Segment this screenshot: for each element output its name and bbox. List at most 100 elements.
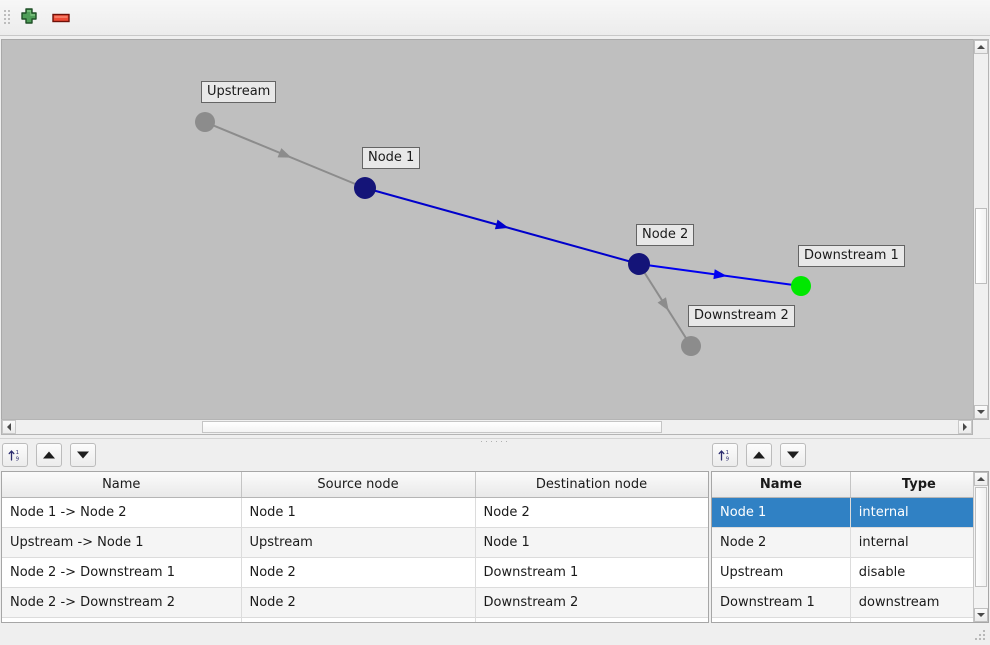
cell-type[interactable]: downstream [850,587,988,618]
main-toolbar [0,0,990,36]
edge-sort-button[interactable]: 1 9 [2,443,28,467]
triangle-down-icon [77,451,89,459]
empty-cell [241,617,476,622]
svg-text:1: 1 [726,450,729,456]
cell-name[interactable]: Downstream 1 [712,587,851,618]
cell-destination[interactable]: Downstream 2 [475,587,708,618]
graph-vertical-scrollbar[interactable] [973,39,989,420]
column-header-2[interactable]: Destination node [475,472,708,498]
column-header-0[interactable]: Name [712,472,851,498]
remove-button[interactable] [48,5,74,31]
graph-node[interactable] [791,276,811,296]
cell-source[interactable]: Upstream [241,527,476,558]
table-filler-row [712,617,988,622]
graph-node-label[interactable]: Downstream 2 [688,305,795,327]
graph-node[interactable] [354,177,376,199]
scroll-up-button[interactable] [974,472,988,486]
graph-node-label[interactable]: Node 2 [636,224,695,246]
graph-vertical-scroll-thumb[interactable] [975,208,987,284]
svg-text:9: 9 [16,456,20,462]
cell-name[interactable]: Upstream [712,557,851,588]
triangle-down-icon [787,451,799,459]
cell-source[interactable]: Node 1 [241,497,476,528]
empty-cell [2,617,242,622]
triangle-up-icon [753,451,765,459]
cell-type[interactable]: internal [850,497,988,528]
node-sort-button[interactable]: 1 9 [712,443,738,467]
cell-name[interactable]: Node 2 -> Downstream 2 [2,587,242,618]
graph-node-label[interactable]: Upstream [201,81,277,103]
cell-source[interactable]: Node 2 [241,587,476,618]
node-table-vertical-scrollbar[interactable] [973,472,988,622]
panel-splitter[interactable] [0,438,990,446]
toolbar-drag-grip[interactable] [4,10,10,26]
cell-destination[interactable]: Downstream 1 [475,557,708,588]
cell-name[interactable]: Node 1 -> Node 2 [2,497,242,528]
scroll-down-button[interactable] [974,405,988,419]
graph-node-label[interactable]: Downstream 1 [798,245,905,267]
scroll-right-button[interactable] [958,420,972,434]
svg-text:1: 1 [16,450,19,456]
cell-name[interactable]: Node 2 -> Downstream 1 [2,557,242,588]
scroll-down-button[interactable] [974,608,988,622]
add-button[interactable] [16,5,42,31]
graph-horizontal-scrollbar[interactable] [1,419,973,435]
edge-arrowhead-icon [713,269,727,280]
cell-source[interactable]: Node 2 [241,557,476,588]
column-header-1[interactable]: Source node [241,472,476,498]
graph-node-label[interactable]: Node 1 [362,147,421,169]
cell-destination[interactable]: Node 1 [475,527,708,558]
scroll-left-button[interactable] [2,420,16,434]
resize-grip-icon[interactable] [975,630,987,642]
triangle-up-icon [43,451,55,459]
red-minus-icon [52,13,70,23]
green-plus-icon [21,8,37,24]
triangle-up-icon [977,477,985,481]
triangle-down-icon [977,410,985,414]
node-move-up-button[interactable] [746,443,772,467]
cell-name[interactable]: Upstream -> Node 1 [2,527,242,558]
cell-name[interactable]: Node 2 [712,527,851,558]
cell-destination[interactable]: Node 2 [475,497,708,528]
edge-move-down-button[interactable] [70,443,96,467]
cell-type[interactable]: internal [850,527,988,558]
cell-name[interactable]: Node 1 [712,497,851,528]
triangle-up-icon [977,45,985,49]
triangle-left-icon [7,423,11,431]
node-table-scroll-thumb[interactable] [975,487,987,587]
edge-arrowhead-icon [277,148,292,158]
table-filler-row [2,617,708,622]
graph-node[interactable] [681,336,701,356]
edge-arrowhead-icon [657,297,669,311]
sort-ascending-icon: 1 9 [718,450,730,462]
node-move-down-button[interactable] [780,443,806,467]
sort-ascending-icon: 1 9 [8,450,20,462]
empty-cell [850,617,988,622]
empty-cell [712,617,851,622]
scroll-up-button[interactable] [974,40,988,54]
column-header-0[interactable]: Name [2,472,242,498]
column-header-1[interactable]: Type [850,472,988,498]
graph-node[interactable] [195,112,215,132]
cell-type[interactable]: disable [850,557,988,588]
graph-horizontal-scroll-thumb[interactable] [202,421,662,433]
edge-move-up-button[interactable] [36,443,62,467]
graph-node[interactable] [628,253,650,275]
splitter-grip-icon [481,441,509,444]
